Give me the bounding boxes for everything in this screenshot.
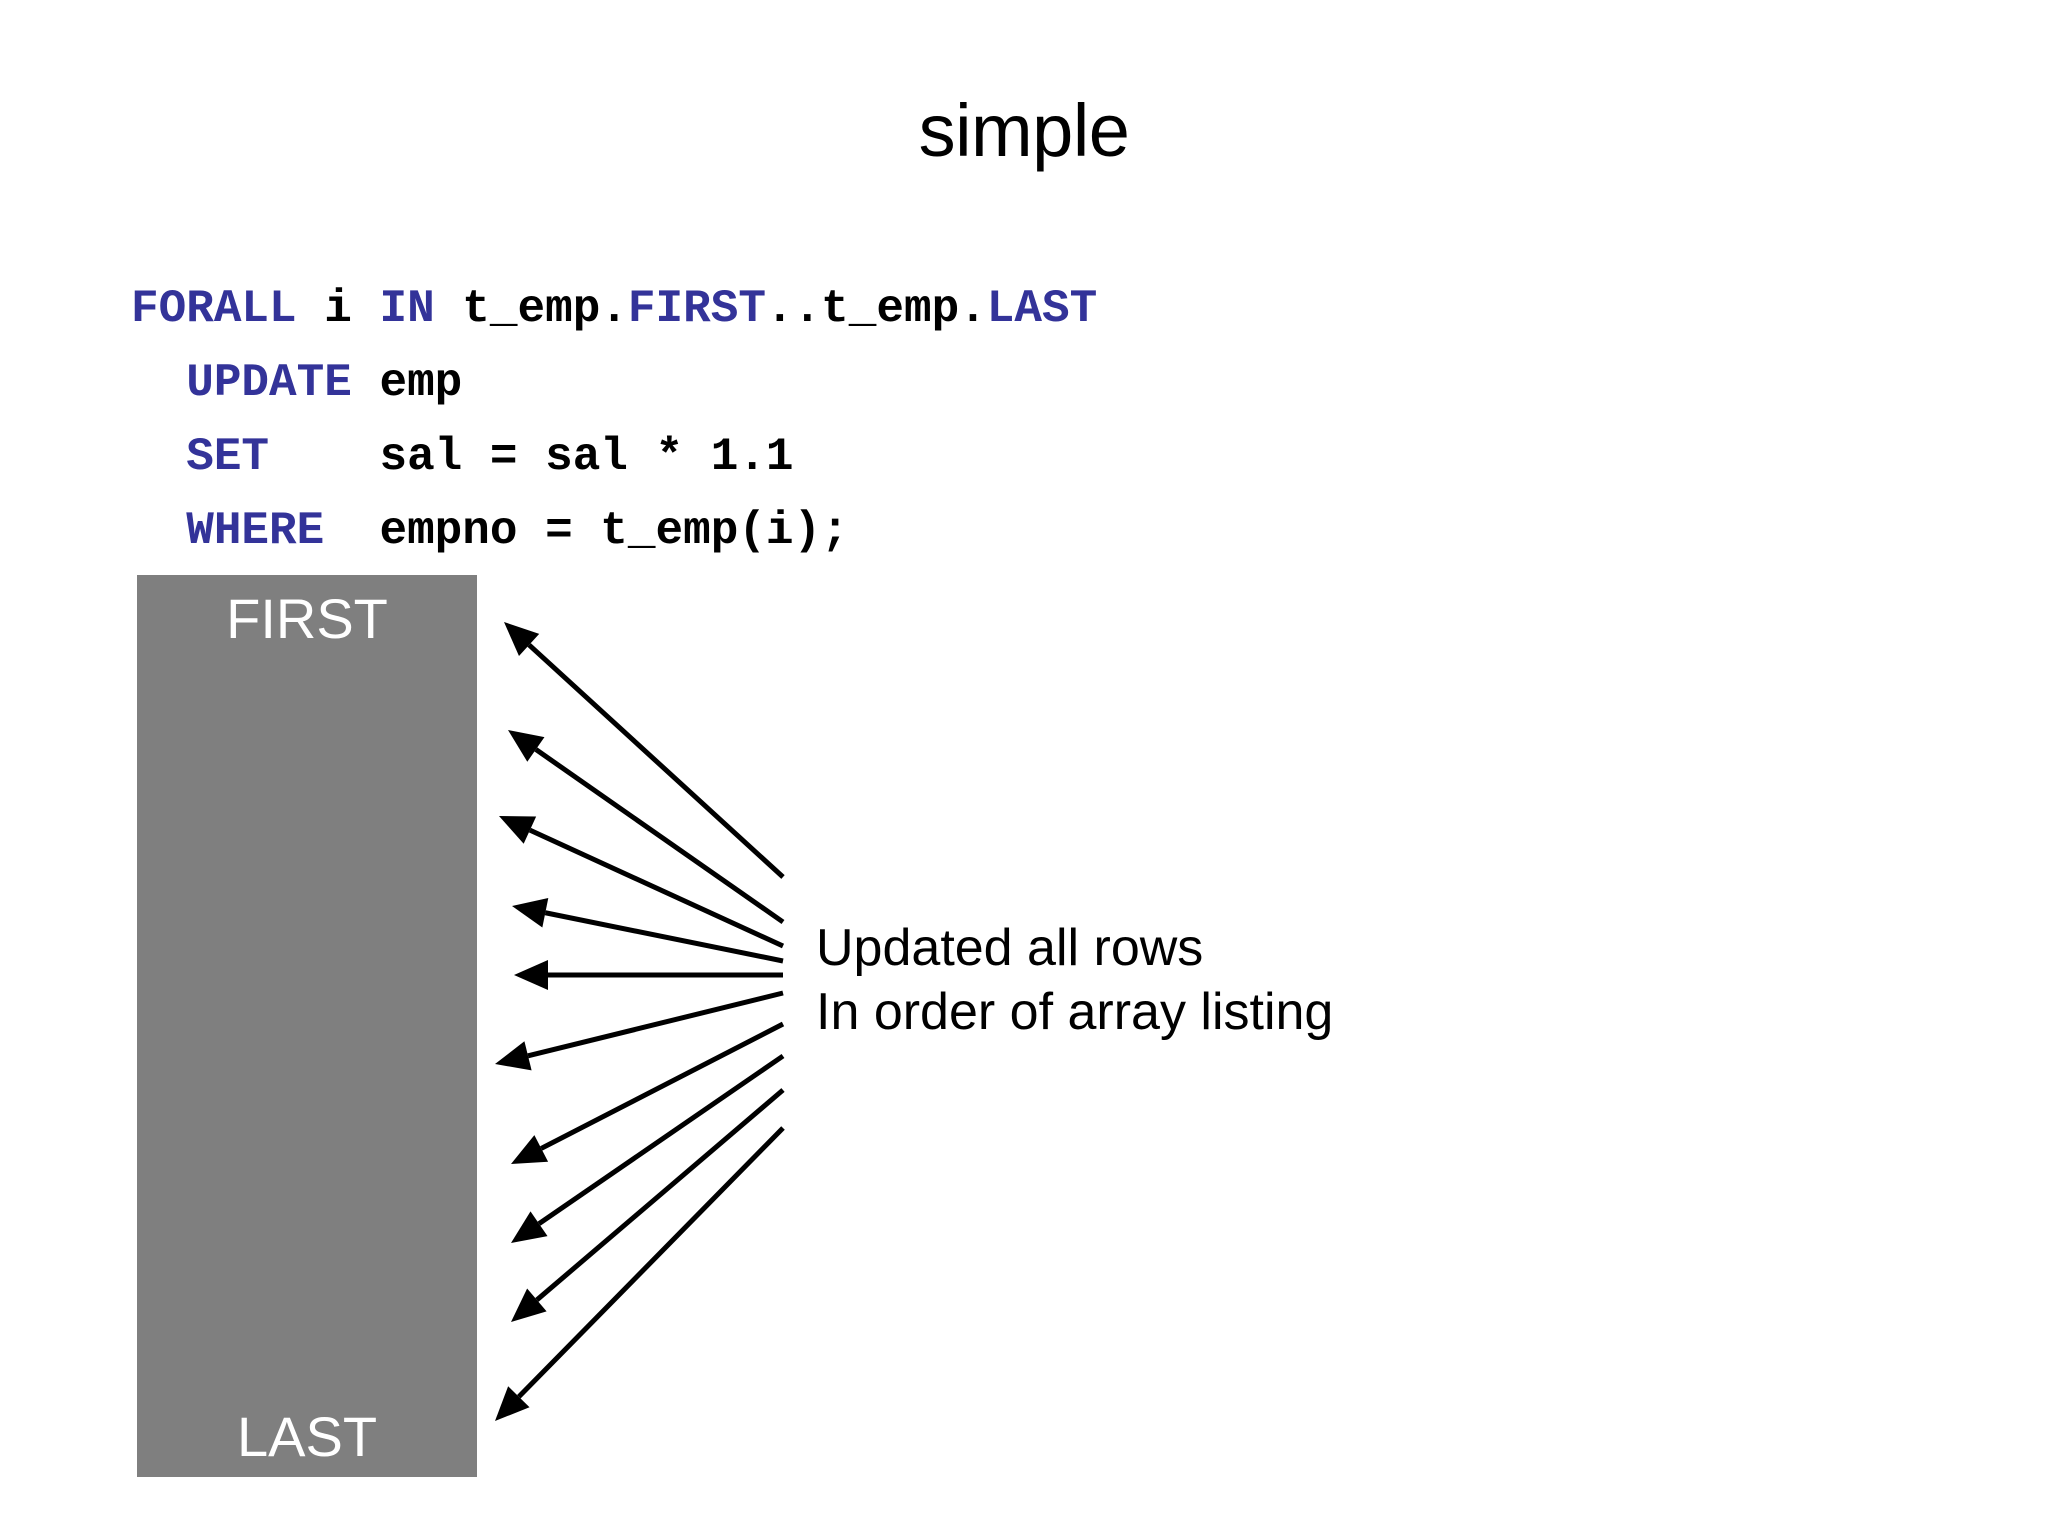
annotation-line-1: Updated all rows bbox=[816, 919, 1204, 977]
arrow-head bbox=[512, 898, 549, 928]
arrow-head bbox=[504, 622, 540, 657]
arrow-head bbox=[495, 1386, 530, 1421]
code-text bbox=[131, 505, 186, 557]
arrow-head bbox=[514, 960, 548, 990]
line-update: UPDATE emp bbox=[131, 346, 1097, 420]
code-text bbox=[131, 357, 186, 409]
arrow-shaft bbox=[537, 1053, 785, 1226]
arrow-head bbox=[511, 1288, 547, 1322]
arrow-shaft bbox=[534, 747, 785, 925]
array-rectangle bbox=[137, 575, 477, 1477]
line-set: SET sal = sal * 1.1 bbox=[131, 420, 1097, 494]
annotation-text: Updated all rows In order of array listi… bbox=[816, 916, 1333, 1044]
line-where: WHERE empno = t_emp(i); bbox=[131, 494, 1097, 568]
arrow-head bbox=[511, 1211, 548, 1243]
arrow-shaft bbox=[517, 1126, 785, 1399]
arrow-shaft bbox=[527, 990, 784, 1059]
code-text: ..t_emp. bbox=[765, 283, 987, 335]
code-text: emp bbox=[351, 357, 463, 409]
array-label-first: FIRST bbox=[226, 587, 388, 650]
code-text: t_emp. bbox=[434, 283, 628, 335]
code-text: sal = sal * 1.1 bbox=[269, 431, 794, 483]
page-title: simple bbox=[918, 89, 1130, 172]
code-keyword: UPDATE bbox=[186, 357, 352, 409]
arrow-7 bbox=[511, 1021, 785, 1164]
arrow-shaft bbox=[544, 910, 784, 964]
arrow-3 bbox=[499, 816, 785, 949]
arrow-10 bbox=[495, 1126, 785, 1421]
code-text: empno = t_emp(i); bbox=[324, 505, 849, 557]
arrow-shaft bbox=[540, 1021, 785, 1151]
arrow-4 bbox=[512, 898, 784, 964]
arrow-shaft bbox=[528, 827, 785, 949]
arrow-shaft bbox=[527, 643, 785, 879]
arrow-9 bbox=[511, 1088, 785, 1322]
arrow-shaft bbox=[535, 1088, 785, 1302]
arrow-6 bbox=[495, 990, 784, 1071]
arrow-head bbox=[508, 730, 545, 762]
arrow-2 bbox=[508, 730, 785, 925]
code-text: i bbox=[296, 283, 380, 335]
arrow-head bbox=[499, 816, 537, 844]
arrow-5 bbox=[514, 960, 783, 990]
array-label-last: LAST bbox=[236, 1405, 378, 1468]
code-keyword: FIRST bbox=[627, 283, 766, 335]
arrow-head bbox=[511, 1135, 549, 1164]
code-keyword: FORALL bbox=[131, 283, 297, 335]
code-block: FORALL i IN t_emp.FIRST..t_emp.LAST UPDA… bbox=[131, 272, 1097, 568]
arrow-1 bbox=[504, 622, 785, 879]
code-keyword: WHERE bbox=[186, 505, 325, 557]
arrow-8 bbox=[511, 1053, 785, 1243]
code-keyword: IN bbox=[379, 283, 435, 335]
code-text bbox=[131, 431, 186, 483]
code-keyword: LAST bbox=[986, 283, 1098, 335]
annotation-line-2: In order of array listing bbox=[816, 983, 1334, 1041]
arrow-head bbox=[495, 1041, 532, 1071]
code-keyword: SET bbox=[186, 431, 270, 483]
line-forall: FORALL i IN t_emp.FIRST..t_emp.LAST bbox=[131, 272, 1097, 346]
